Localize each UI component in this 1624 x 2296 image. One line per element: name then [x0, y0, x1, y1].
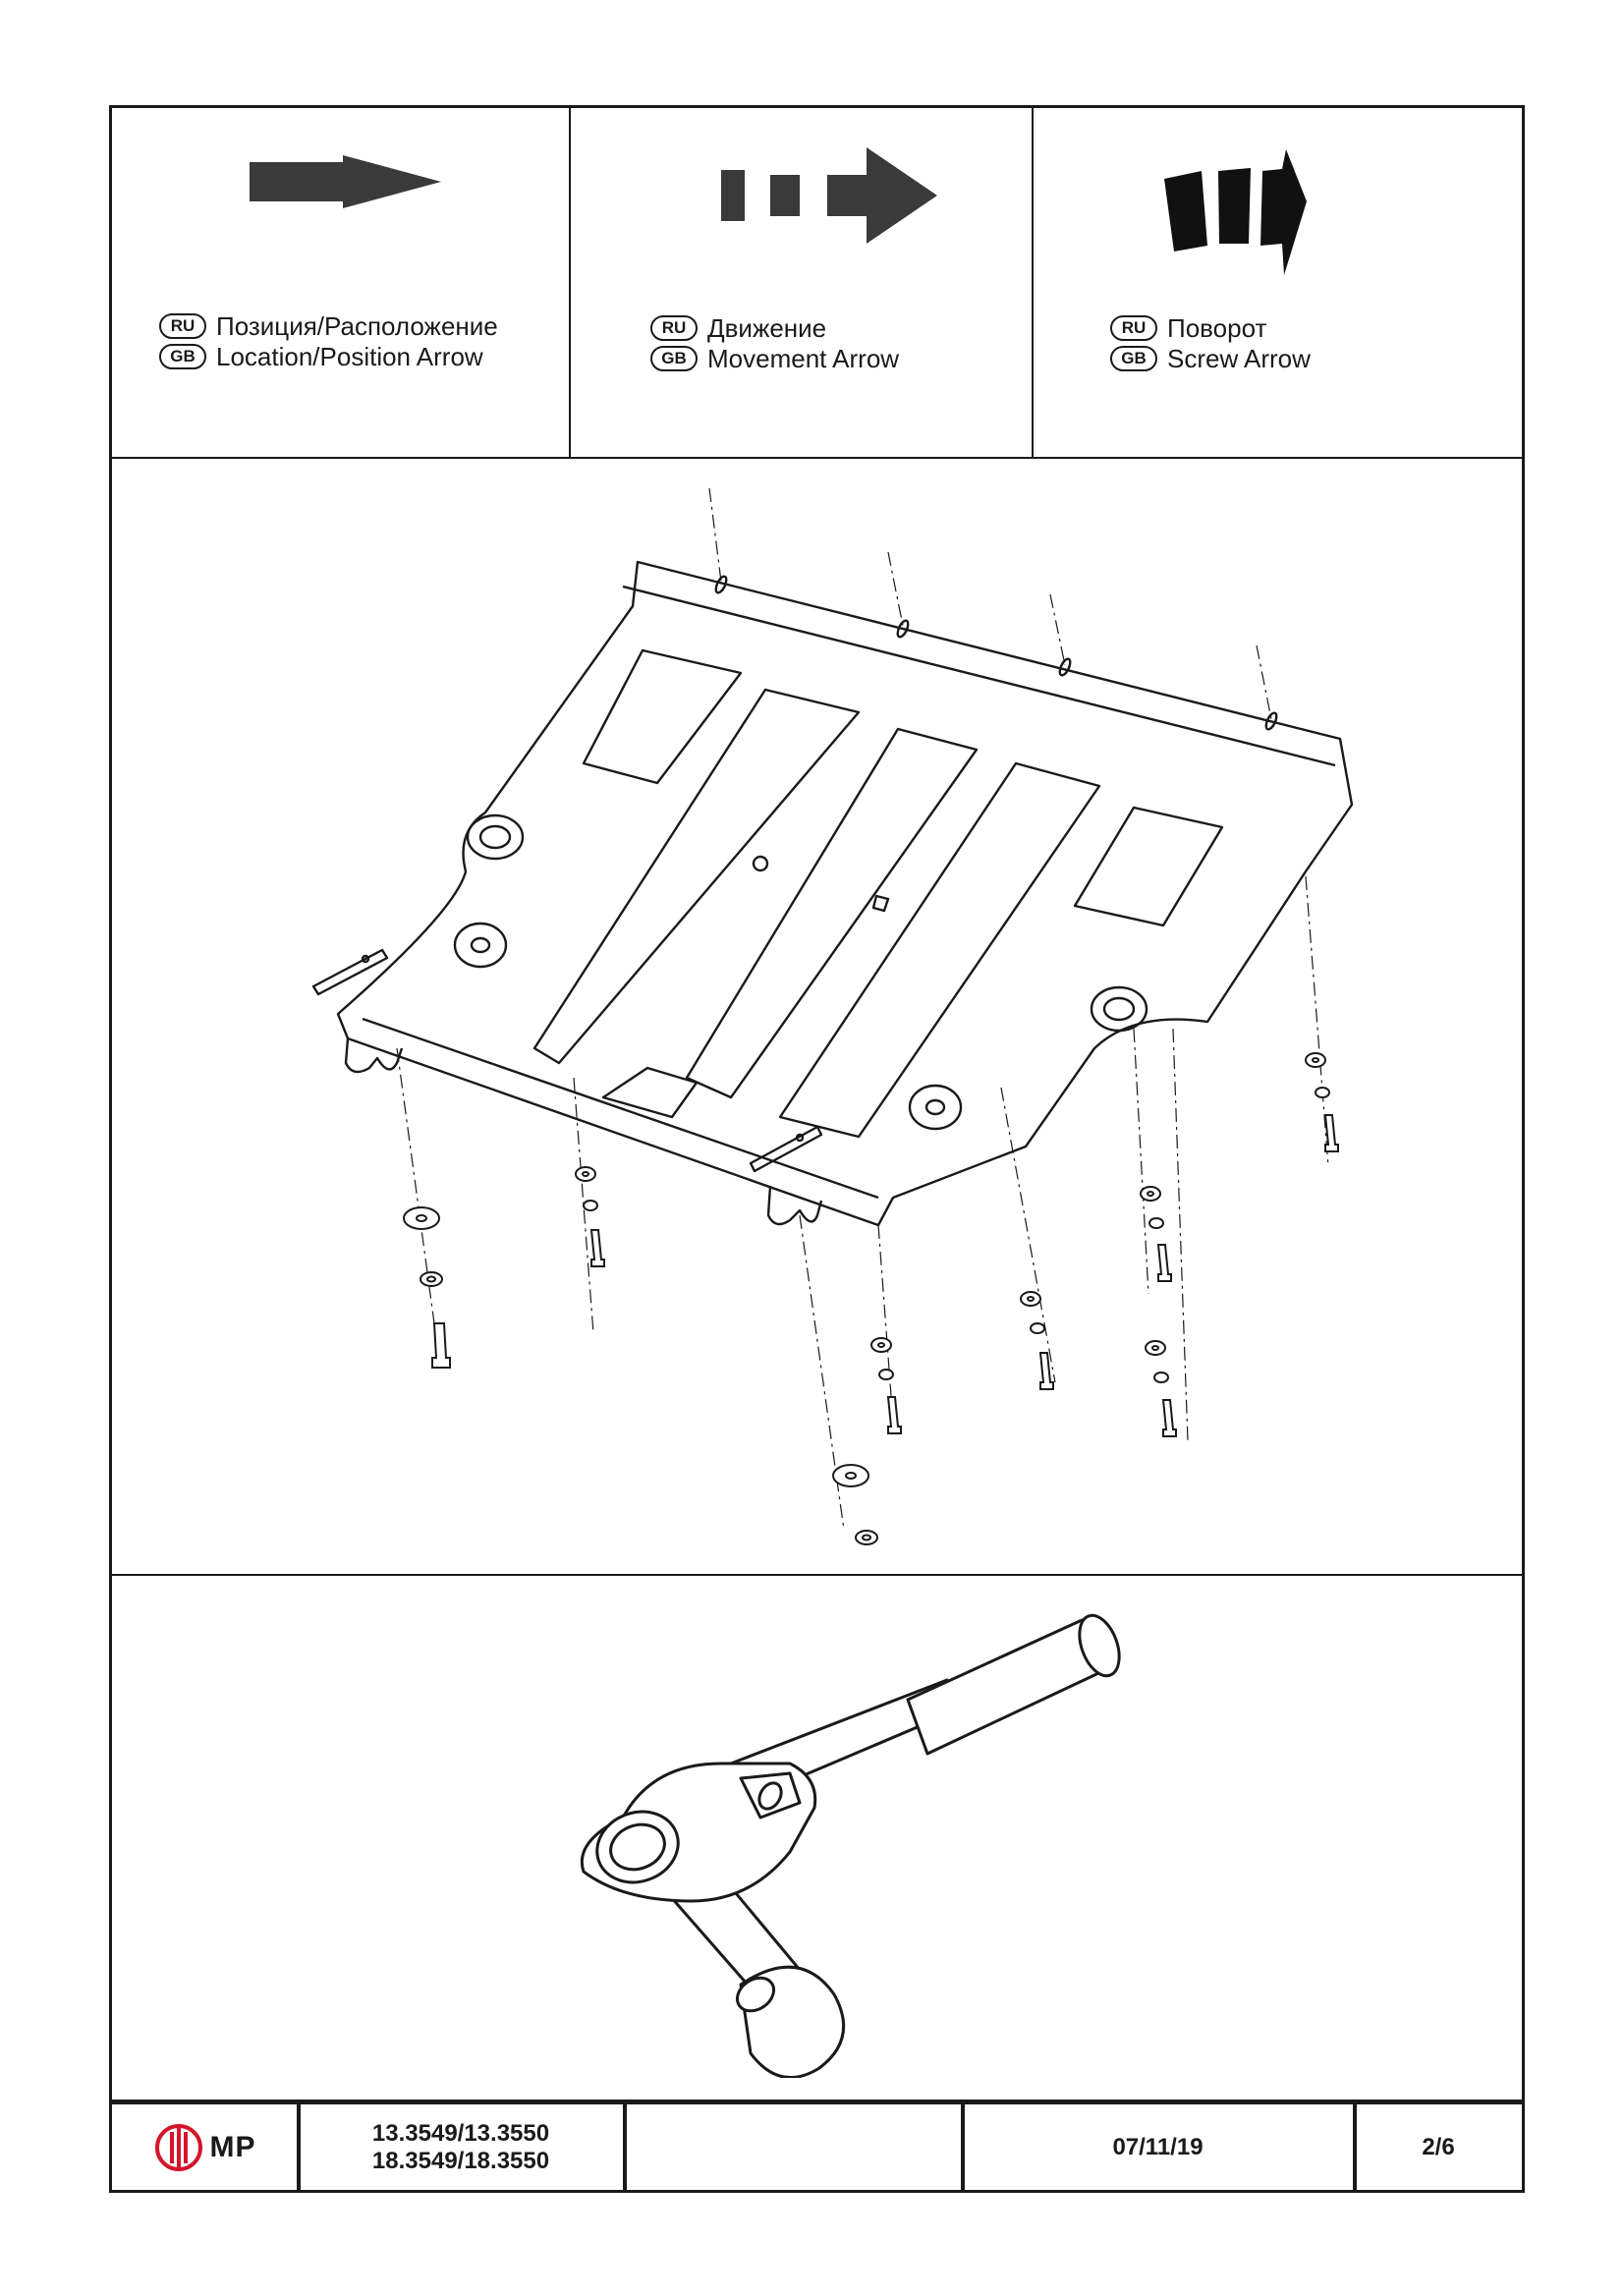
bracket-left — [311, 948, 389, 996]
part-numbers-line-1: 13.3549/13.3550 — [371, 2119, 550, 2147]
ru-badge: RU — [159, 313, 206, 339]
plate-flange-line — [622, 585, 1336, 767]
legend-divider — [112, 457, 1522, 459]
legend-movement-gb: GB Movement Arrow — [650, 344, 899, 373]
plate-outline — [336, 560, 1354, 1227]
boss-bottom — [908, 1084, 963, 1131]
cutout-square — [601, 1066, 699, 1119]
left-bottom-tab — [344, 1037, 404, 1074]
boss-top-left — [466, 813, 525, 861]
legend-location: RU Позиция/Расположение GB Location/Posi… — [112, 108, 569, 457]
ru-badge: RU — [650, 315, 698, 341]
screw-arrow-icon — [1164, 149, 1307, 275]
legend-movement-ru: RU Движение — [650, 313, 826, 343]
legend-screw-gb: GB Screw Arrow — [1110, 344, 1311, 373]
legend-col-divider-2 — [1032, 108, 1034, 457]
boss-left — [453, 922, 508, 969]
mp-logo-icon — [154, 2123, 202, 2171]
drawing-divider — [112, 1574, 1522, 1576]
cutout-3 — [685, 727, 979, 1099]
date: 07/11/19 — [1112, 2133, 1204, 2160]
legend-location-ru: RU Позиция/Расположение — [159, 311, 498, 341]
logo: MP — [112, 2104, 297, 2190]
bracket-center — [749, 1125, 823, 1173]
legend-movement-gb-text: Movement Arrow — [707, 344, 900, 373]
logo-text: MP — [209, 2130, 256, 2163]
location-arrow-icon — [250, 155, 441, 208]
legend-location-ru-text: Позиция/Расположение — [216, 311, 498, 341]
legend-screw-ru-text: Поворот — [1167, 313, 1267, 343]
legend-screw-ru: RU Поворот — [1110, 313, 1266, 343]
gb-badge: GB — [650, 346, 698, 371]
ru-badge: RU — [1110, 315, 1157, 341]
blank-cell — [625, 2104, 961, 2190]
legend-col-divider-1 — [569, 108, 571, 457]
page-number: 2/6 — [1422, 2133, 1455, 2160]
page-frame: RU Позиция/Расположение GB Location/Posi… — [109, 105, 1525, 2193]
legend-location-gb-text: Location/Position Arrow — [216, 342, 483, 371]
gb-badge: GB — [159, 344, 206, 369]
ratchet-wrench-tool-icon — [580, 1613, 1121, 2078]
center-bottom-tab — [766, 1185, 823, 1226]
legend-screw: RU Поворот GB Screw Arrow — [1032, 108, 1525, 457]
boss-right — [1090, 985, 1148, 1033]
cutout-2 — [532, 688, 861, 1065]
cutout-5 — [1073, 806, 1224, 927]
cutout-1 — [582, 648, 743, 785]
skid-plate-assembly-drawing — [311, 487, 1354, 1545]
cutout-4 — [778, 761, 1101, 1139]
legend-movement-ru-text: Движение — [707, 313, 827, 343]
legend-location-gb: GB Location/Position Arrow — [159, 342, 483, 371]
legend-movement: RU Движение GB Movement Arrow — [569, 108, 1032, 457]
movement-arrow-icon — [721, 147, 937, 244]
gb-badge: GB — [1110, 346, 1157, 371]
plate-bottom-edge — [362, 1017, 879, 1200]
part-numbers-line-2: 18.3549/18.3550 — [371, 2147, 550, 2174]
title-block: MP 13.3549/13.3550 18.3549/18.3550 07/11… — [112, 2100, 1522, 2190]
legend-screw-gb-text: Screw Arrow — [1167, 344, 1311, 373]
part-numbers: 13.3549/13.3550 18.3549/18.3550 — [299, 2104, 623, 2190]
